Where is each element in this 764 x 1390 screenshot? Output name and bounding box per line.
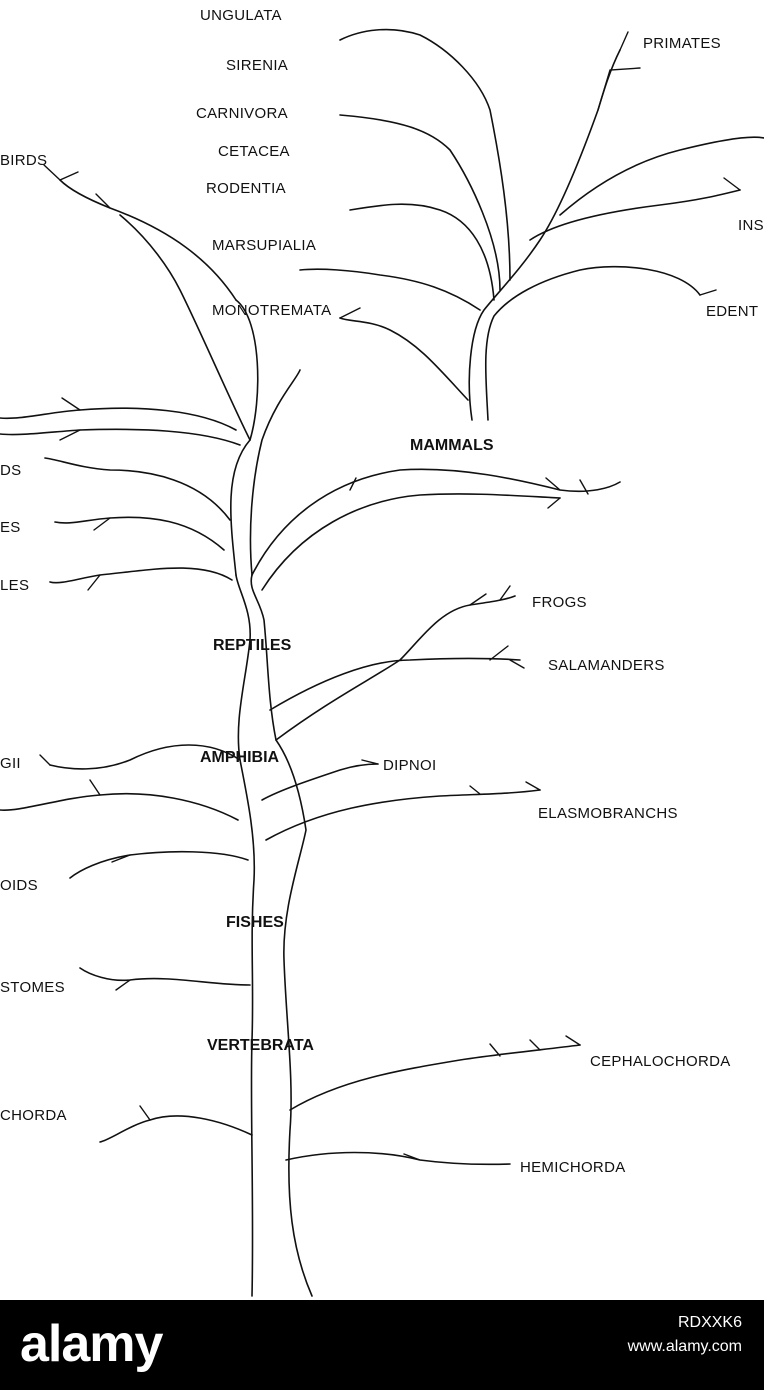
watermark-bar: alamy RDXXK6 www.alamy.com [0,1300,764,1390]
label-hemichorda: HEMICHORDA [520,1159,626,1176]
label-sirenia: SIRENIA [226,57,288,74]
branch-birds [43,164,251,441]
label-chorda: CHORDA [0,1107,67,1124]
label-marsupialia: MARSUPIALIA [212,237,316,254]
label-stomes: STOMES [0,979,65,996]
label-rodentia: RODENTIA [206,180,286,197]
label-salamanders: SALAMANDERS [548,657,665,674]
label-cephalochorda: CEPHALOCHORDA [590,1053,731,1070]
label-carnivora: CARNIVORA [196,105,288,122]
label-reptiles: REPTILES [213,637,292,654]
label-birds: BIRDS [0,152,47,169]
label-amphibia: AMPHIBIA [200,749,280,766]
branch-reptile-groups [0,397,241,591]
label-cetacea: CETACEA [218,143,290,160]
watermark-url: www.alamy.com [627,1338,742,1355]
label-gii: GII [0,755,21,772]
label-ds: DS [0,462,21,479]
label-dipnoi: DIPNOI [383,757,436,774]
branch-fishes [0,744,541,879]
branch-amphibia [269,585,525,741]
label-frogs: FROGS [532,594,587,611]
label-monotremata: MONOTREMATA [212,302,331,319]
tree-trunk [230,299,313,1297]
label-les: LES [0,577,29,594]
label-oids: OIDS [0,877,38,894]
watermark-logo: alamy [20,1315,163,1373]
evolutionary-tree-diagram: UNGULATA SIRENIA CARNIVORA CETACEA RODEN… [0,7,764,1297]
label-fishes: FISHES [226,914,284,931]
label-ins: INS [738,217,764,234]
label-primates: PRIMATES [643,35,721,52]
label-ungulata: UNGULATA [200,7,282,24]
watermark-image-id: RDXXK6 [677,1314,742,1331]
label-vertebrata: VERTEBRATA [207,1037,314,1054]
label-es: ES [0,519,21,536]
label-elasmobranchs: ELASMOBRANCHS [538,805,678,822]
label-mammals: MAMMALS [410,437,494,454]
branch-mammals [251,28,764,591]
label-edent: EDENT [706,303,758,320]
branch-lower-chordates [79,967,581,1166]
